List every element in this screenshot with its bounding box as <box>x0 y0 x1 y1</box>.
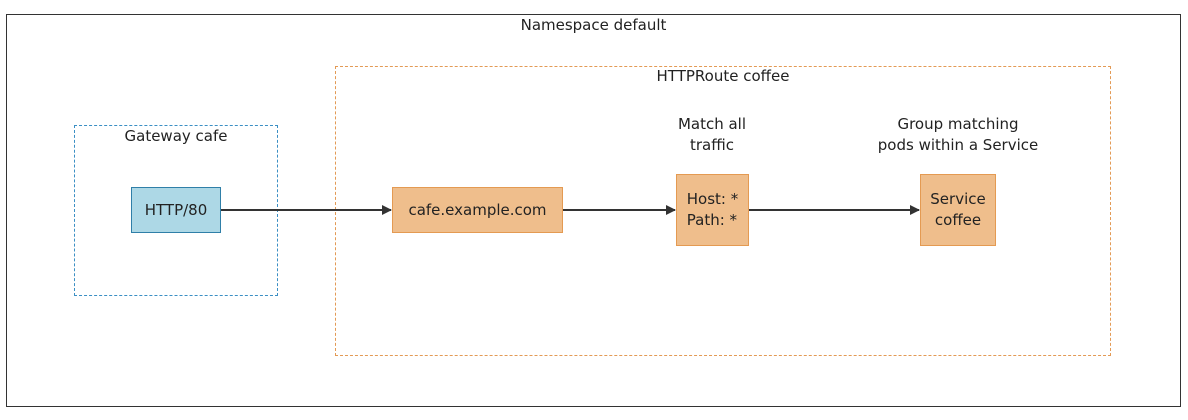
match-rule-node: Host: * Path: * <box>676 174 749 246</box>
listener-node-http-80: HTTP/80 <box>131 187 221 233</box>
match-all-traffic-label: Match all traffic <box>677 115 747 154</box>
httproute-title: HTTPRoute coffee <box>656 67 790 85</box>
service-node-coffee: Service coffee <box>920 174 996 246</box>
service-group-label: Group matching pods within a Service <box>877 115 1039 154</box>
namespace-cluster <box>6 14 1181 407</box>
hostname-node: cafe.example.com <box>392 187 563 233</box>
namespace-title: Namespace default <box>520 16 667 34</box>
gateway-title: Gateway cafe <box>124 127 228 145</box>
